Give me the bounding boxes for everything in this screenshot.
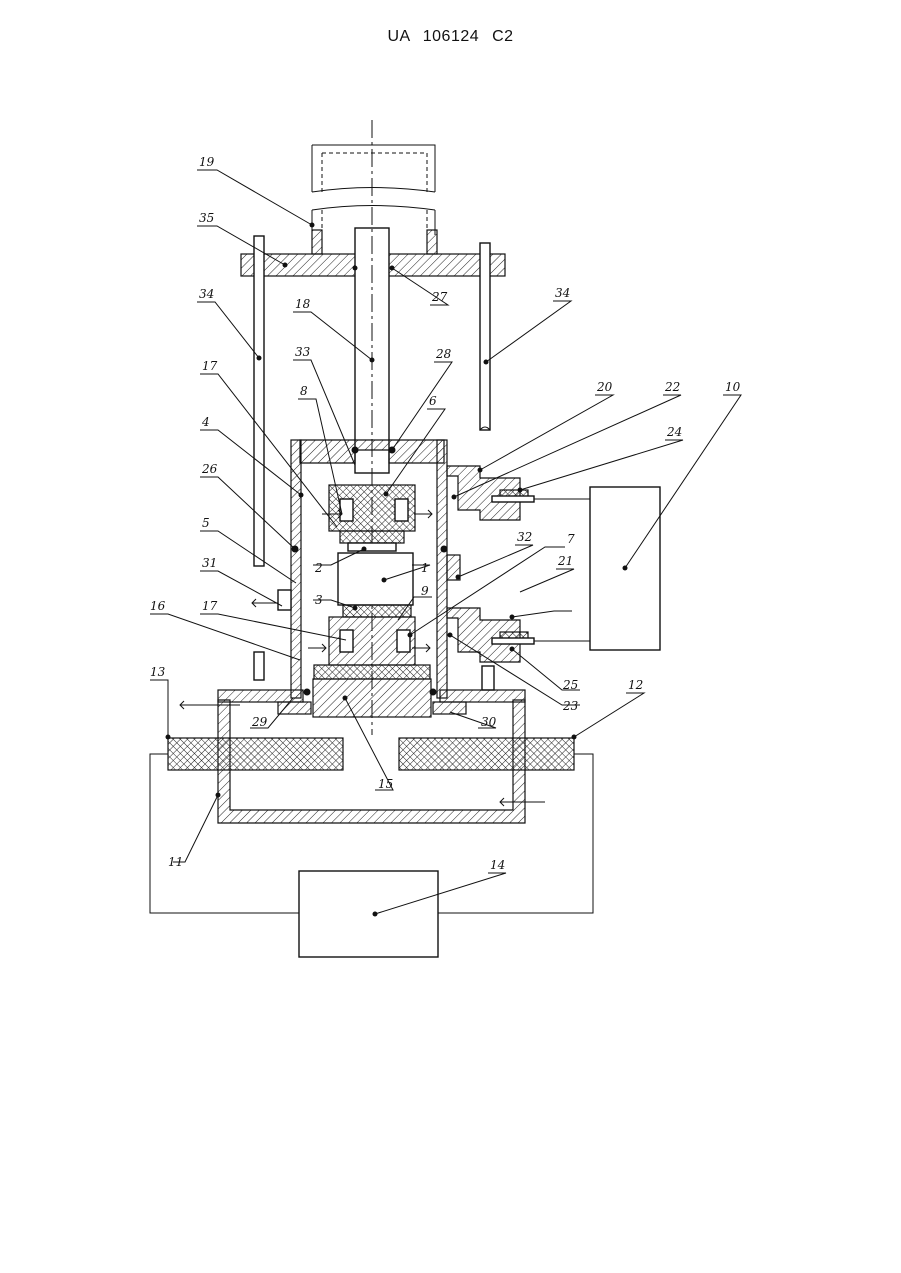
label-33: 33 xyxy=(295,345,311,359)
label-32: 32 xyxy=(517,530,532,544)
label-11: 11 xyxy=(168,855,183,869)
label-4: 4 xyxy=(201,415,210,429)
label-26: 26 xyxy=(201,462,218,476)
label-8: 8 xyxy=(300,384,308,398)
label-18: 18 xyxy=(295,297,311,311)
label-5: 5 xyxy=(202,516,210,530)
label-24: 24 xyxy=(666,425,682,439)
label-23: 23 xyxy=(562,699,579,713)
label-21: 21 xyxy=(557,554,573,568)
label-30: 30 xyxy=(481,715,497,729)
label-15: 15 xyxy=(378,777,393,791)
label-19: 19 xyxy=(199,155,215,169)
label-13: 13 xyxy=(150,665,166,679)
base-block xyxy=(313,679,431,717)
power-supply-block xyxy=(299,871,438,957)
chamber-wall-right xyxy=(437,440,447,698)
label-12: 12 xyxy=(628,678,643,692)
label-6: 6 xyxy=(429,394,437,408)
label-16: 16 xyxy=(150,599,166,613)
label-3: 3 xyxy=(315,593,323,607)
label-1: 1 xyxy=(421,561,429,575)
heater-right xyxy=(399,738,574,770)
label-28: 28 xyxy=(435,347,452,361)
label-10: 10 xyxy=(725,380,741,394)
label-25: 25 xyxy=(562,678,578,692)
label-17a: 17 xyxy=(202,359,218,373)
label-22: 22 xyxy=(664,380,680,394)
label-35: 35 xyxy=(199,211,214,225)
label-17b: 17 xyxy=(202,599,218,613)
heater-left xyxy=(168,738,343,770)
label-34b: 34 xyxy=(555,286,570,300)
label-27: 27 xyxy=(431,290,448,304)
label-14: 14 xyxy=(490,858,505,872)
label-2: 2 xyxy=(314,561,323,575)
label-34a: 34 xyxy=(199,287,214,301)
label-9: 9 xyxy=(421,584,429,598)
sample-specimen xyxy=(338,553,413,605)
label-29: 29 xyxy=(251,715,268,729)
label-20: 20 xyxy=(596,380,613,394)
label-31: 31 xyxy=(202,556,217,570)
label-7: 7 xyxy=(567,532,575,546)
